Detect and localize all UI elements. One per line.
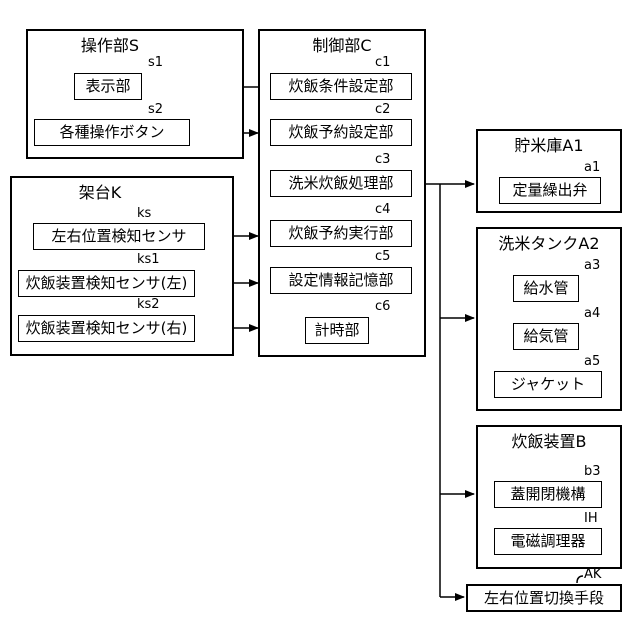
ref-c5: c5 [375,250,390,263]
ref-ak: AK [584,568,601,581]
cooking-condition-setter: 炊飯条件設定部 [270,73,412,100]
cooker-sensor-left: 炊飯装置検知センサ(左) [18,270,195,297]
settings-storage: 設定情報記憶部 [270,267,412,294]
rice-storage-title: 貯米庫A1 [514,138,583,154]
metering-valve: 定量繰出弁 [499,177,601,204]
ref-a1: a1 [584,161,600,174]
ref-a5: a5 [584,355,600,368]
ref-c4: c4 [375,203,390,216]
lr-position-switcher: 左右位置切換手段 [466,584,622,612]
wash-tank-title: 洗米タンクA2 [498,236,599,252]
wash-cook-processor: 洗米炊飯処理部 [270,170,412,197]
ref-s2: s2 [148,103,163,116]
ref-ks2: ks2 [137,298,160,311]
cooker-sensor-right: 炊飯装置検知センサ(右) [18,315,195,342]
reservation-setter: 炊飯予約設定部 [270,119,412,146]
ref-ks1: ks1 [137,253,160,266]
lr-position-sensor: 左右位置検知センサ [33,223,205,250]
water-supply-pipe: 給水管 [513,275,579,302]
cooker-title: 炊飯装置B [512,434,587,450]
leader-ak [577,576,583,583]
ref-c2: c2 [375,103,390,116]
ref-b3: b3 [584,465,601,478]
reservation-executor: 炊飯予約実行部 [270,220,412,247]
display-unit: 表示部 [74,73,142,100]
air-supply-pipe: 給気管 [513,323,579,350]
ref-a3: a3 [584,259,600,272]
ref-c6: c6 [375,300,390,313]
control-unit-title: 制御部C [312,38,371,54]
ref-s1: s1 [148,56,163,69]
operation-unit-title: 操作部S [81,38,139,54]
jacket: ジャケット [494,371,602,398]
ref-c1: c1 [375,56,390,69]
ref-a4: a4 [584,307,600,320]
ref-ks: ks [137,207,151,220]
ref-ih: IH [584,512,598,525]
frame-unit-title: 架台K [79,185,122,201]
induction-heater: 電磁調理器 [494,528,602,555]
lid-mechanism: 蓋開閉機構 [494,481,602,508]
operation-buttons: 各種操作ボタン [34,119,190,146]
timer-unit: 計時部 [305,317,369,344]
ref-c3: c3 [375,153,390,166]
